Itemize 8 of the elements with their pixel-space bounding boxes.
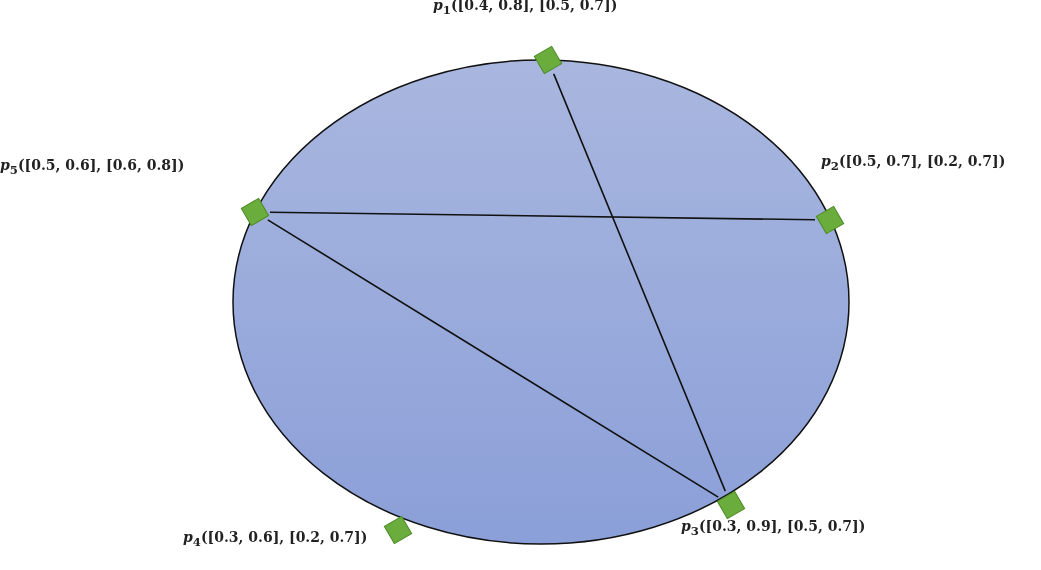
connector-line — [552, 73, 727, 492]
point-label: p$_{2}$([0.5, 0.7], [0.2, 0.7]) — [821, 153, 1006, 173]
point-label: p$_{5}$([0.5, 0.6], [0.6, 0.8]) — [0, 157, 185, 177]
point-label: p$_{3}$([0.3, 0.9], [0.5, 0.7]) — [681, 518, 866, 538]
connector-line — [269, 211, 816, 221]
point-label: p$_{4}$([0.3, 0.6], [0.2, 0.7]) — [183, 529, 368, 549]
point-label: p$_{1}$([0.4, 0.8], [0.5, 0.7]) — [433, 0, 618, 17]
connector-line — [266, 219, 720, 498]
